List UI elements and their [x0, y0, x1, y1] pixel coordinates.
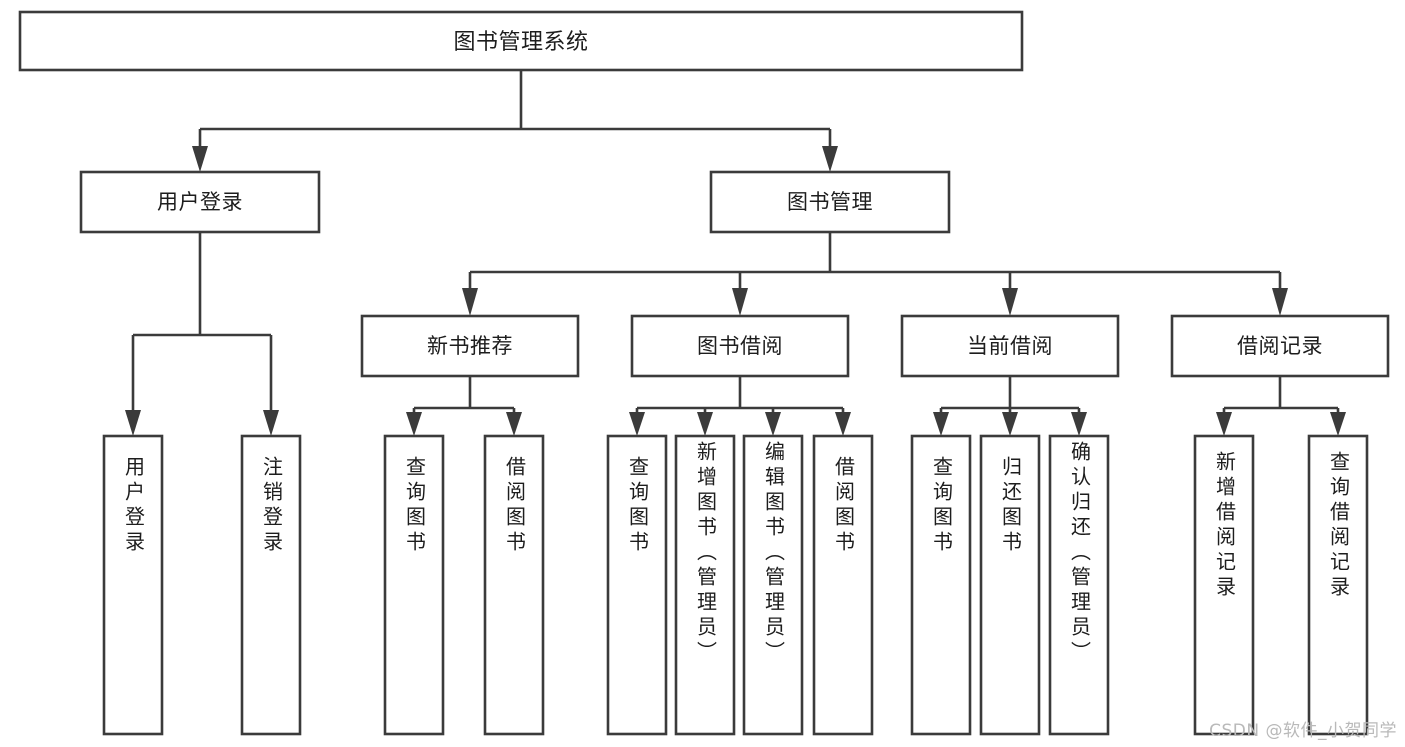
leaf-query-book-3-label: 查询图书	[929, 456, 954, 556]
leaf-add-record-box[interactable]	[1193, 434, 1255, 736]
node-leaf-query-book-2[interactable]: 查询图书	[606, 434, 668, 736]
leaf-query-record-box[interactable]	[1307, 434, 1369, 736]
leaf-edit-book-box[interactable]	[742, 434, 804, 736]
book-management-label: 图书管理	[787, 190, 873, 214]
leaf-borrow-book-1-label: 借阅图书	[502, 456, 527, 556]
arrowhead-leaf-query-book-3	[933, 412, 949, 436]
arrowhead-book-borrow	[732, 288, 748, 316]
arrowhead-leaf-user-login	[125, 410, 141, 436]
arrowhead-leaf-query-record	[1330, 412, 1346, 436]
leaf-add-book-box[interactable]	[674, 434, 736, 736]
node-leaf-edit-book[interactable]: 编辑图书（管理员）	[742, 434, 804, 736]
leaf-return-book-box[interactable]	[979, 434, 1041, 736]
leaf-user-login-label: 用户登录	[121, 456, 146, 556]
node-user-login[interactable]: 用户登录	[79, 170, 321, 234]
node-leaf-return-book[interactable]: 归还图书	[979, 434, 1041, 736]
leaf-return-book-label: 归还图书	[998, 456, 1023, 556]
borrow-record-label: 借阅记录	[1237, 334, 1323, 358]
leaf-borrow-book-2-label: 借阅图书	[831, 456, 856, 556]
node-current-borrow[interactable]: 当前借阅	[900, 314, 1120, 378]
node-book-borrow[interactable]: 图书借阅	[630, 314, 850, 378]
user-login-box[interactable]	[79, 170, 321, 234]
leaf-query-book-2-box[interactable]	[606, 434, 668, 736]
arrowhead-borrow-record	[1272, 288, 1288, 316]
book-borrow-box[interactable]	[630, 314, 850, 378]
current-borrow-label: 当前借阅	[967, 334, 1053, 358]
node-root-book-management-system[interactable]: 图书管理系统	[18, 10, 1024, 72]
node-leaf-borrow-book-1[interactable]: 借阅图书	[483, 434, 545, 736]
node-leaf-add-book[interactable]: 新增图书（管理员）	[674, 434, 736, 736]
leaf-borrow-book-1-box[interactable]	[483, 434, 545, 736]
leaf-edit-book-label: 编辑图书（管理员）	[761, 441, 786, 666]
node-leaf-confirm-return[interactable]: 确认归还（管理员）	[1048, 434, 1110, 736]
node-new-book-recommend[interactable]: 新书推荐	[360, 314, 580, 378]
leaf-confirm-return-label: 确认归还（管理员）	[1067, 441, 1092, 666]
leaf-add-record-label: 新增借阅记录	[1212, 451, 1237, 601]
arrowhead-new-book-recommend	[462, 288, 478, 316]
arrowhead-leaf-edit-book	[765, 412, 781, 436]
arrowhead-leaf-borrow-book-2	[835, 412, 851, 436]
arrowhead-current-borrow	[1002, 288, 1018, 316]
leaf-user-logout-box[interactable]	[240, 434, 302, 736]
node-leaf-user-login[interactable]: 用户登录	[102, 434, 164, 736]
node-leaf-add-record[interactable]: 新增借阅记录	[1193, 434, 1255, 736]
leaf-query-book-2-label: 查询图书	[625, 456, 650, 556]
node-leaf-query-book-3[interactable]: 查询图书	[910, 434, 972, 736]
arrowhead-leaf-query-book-1	[406, 412, 422, 436]
arrowhead-leaf-confirm-return	[1071, 412, 1087, 436]
leaf-query-record-label: 查询借阅记录	[1326, 451, 1351, 601]
user-login-label: 用户登录	[157, 190, 243, 214]
leaf-query-book-3-box[interactable]	[910, 434, 972, 736]
book-borrow-label: 图书借阅	[697, 334, 783, 358]
node-book-management[interactable]: 图书管理	[709, 170, 951, 234]
arrowhead-leaf-add-record	[1216, 412, 1232, 436]
borrow-record-box[interactable]	[1170, 314, 1390, 378]
node-borrow-record[interactable]: 借阅记录	[1170, 314, 1390, 378]
arrowhead-leaf-add-book	[697, 412, 713, 436]
node-leaf-user-logout[interactable]: 注销登录	[240, 434, 302, 736]
root-box[interactable]	[18, 10, 1024, 72]
arrowhead-leaf-borrow-book-1	[506, 412, 522, 436]
leaf-confirm-return-box[interactable]	[1048, 434, 1110, 736]
leaf-add-book-label: 新增图书（管理员）	[693, 441, 718, 666]
leaf-query-book-1-label: 查询图书	[402, 456, 427, 556]
node-leaf-borrow-book-2[interactable]: 借阅图书	[812, 434, 874, 736]
arrowhead-user-login	[192, 146, 208, 172]
arrowhead-book-management	[822, 146, 838, 172]
connector-layer	[125, 70, 1346, 436]
node-leaf-query-book-1[interactable]: 查询图书	[383, 434, 445, 736]
leaf-query-book-1-box[interactable]	[383, 434, 445, 736]
book-management-box[interactable]	[709, 170, 951, 234]
leaf-user-login-box[interactable]	[102, 434, 164, 736]
node-leaf-query-record[interactable]: 查询借阅记录	[1307, 434, 1369, 736]
arrowhead-leaf-return-book	[1002, 412, 1018, 436]
arrowhead-leaf-user-logout	[263, 410, 279, 436]
root-label: 图书管理系统	[453, 30, 588, 55]
new-book-recommend-label: 新书推荐	[427, 334, 513, 358]
new-book-recommend-box[interactable]	[360, 314, 580, 378]
leaf-borrow-book-2-box[interactable]	[812, 434, 874, 736]
current-borrow-box[interactable]	[900, 314, 1120, 378]
leaf-user-logout-label: 注销登录	[259, 456, 284, 556]
arrowhead-leaf-query-book-2	[629, 412, 645, 436]
